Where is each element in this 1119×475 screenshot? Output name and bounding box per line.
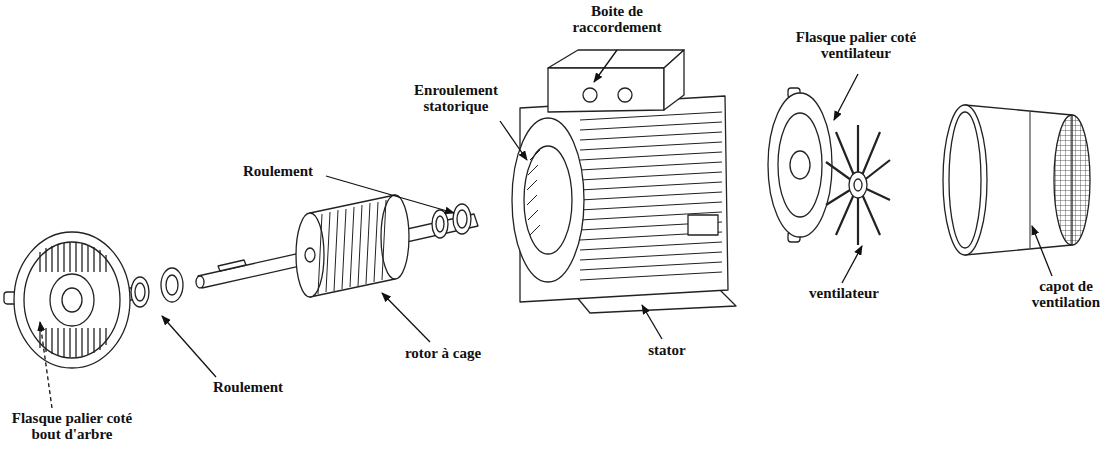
leader-lines xyxy=(842,246,862,283)
part-label: Boite de raccordement xyxy=(560,4,674,36)
rotor xyxy=(305,248,315,262)
bearing xyxy=(432,204,471,238)
part-label: capot de ventilation xyxy=(1018,279,1114,311)
fan xyxy=(826,125,890,245)
fan xyxy=(849,172,867,198)
front-flange xyxy=(62,288,82,312)
terminal-box xyxy=(548,50,684,68)
fan-cover xyxy=(943,105,1090,255)
rear-flange xyxy=(768,93,832,237)
terminal-box xyxy=(618,88,632,102)
fan-cover xyxy=(1030,112,1031,248)
leader-lines xyxy=(162,316,216,377)
bearing xyxy=(131,268,183,307)
stator-housing xyxy=(524,146,572,254)
rear-flange xyxy=(790,151,810,179)
shaft xyxy=(196,276,204,288)
leader-lines xyxy=(382,293,430,342)
bearing xyxy=(436,216,444,232)
leader-lines xyxy=(594,50,617,82)
bearing xyxy=(131,277,149,307)
part-label: Enroulement statorique xyxy=(404,83,508,115)
bearing xyxy=(166,275,178,295)
rotor xyxy=(296,195,409,297)
part-label: ventilateur xyxy=(792,286,896,302)
rear-flange xyxy=(768,88,832,242)
bearing xyxy=(457,210,467,228)
front-flange xyxy=(24,242,120,358)
leader-lines xyxy=(500,121,527,160)
leader-lines xyxy=(1032,226,1052,276)
fan-cover xyxy=(1054,115,1090,245)
stator-housing xyxy=(688,215,718,235)
fan xyxy=(826,125,890,245)
front-flange xyxy=(14,232,130,368)
stator-housing xyxy=(512,118,584,282)
terminal-box xyxy=(664,50,684,110)
leader-lines xyxy=(326,176,454,213)
stator-housing xyxy=(527,150,540,235)
bearing xyxy=(135,283,145,301)
fan-cover xyxy=(949,112,981,248)
front-flange xyxy=(40,243,106,272)
terminal-box xyxy=(548,68,664,112)
stator-housing xyxy=(512,96,736,313)
rotor xyxy=(318,200,386,294)
leader-lines xyxy=(40,322,52,408)
bearing xyxy=(161,268,183,302)
front-flange xyxy=(50,274,94,326)
part-label: Flasque palier coté ventilateur xyxy=(792,30,920,62)
leader-lines xyxy=(642,305,662,339)
shaft xyxy=(218,260,246,271)
leader-lines xyxy=(834,74,858,120)
part-label: stator xyxy=(630,343,704,359)
part-label: Flasque palier coté bout d'arbre xyxy=(4,411,140,443)
bearing xyxy=(432,210,448,238)
part-label: Roulement xyxy=(200,380,296,396)
fan xyxy=(854,179,862,191)
part-label: rotor à cage xyxy=(386,346,500,362)
fan-cover xyxy=(943,105,987,255)
front-flange xyxy=(40,328,106,357)
terminal-box xyxy=(548,50,684,112)
part-label: Roulement xyxy=(232,164,324,180)
bearing xyxy=(453,204,471,234)
leader-lines xyxy=(40,50,1052,408)
front-flange xyxy=(4,232,140,368)
stator-housing xyxy=(580,112,722,280)
rear-flange xyxy=(778,113,822,217)
terminal-box xyxy=(583,88,597,102)
